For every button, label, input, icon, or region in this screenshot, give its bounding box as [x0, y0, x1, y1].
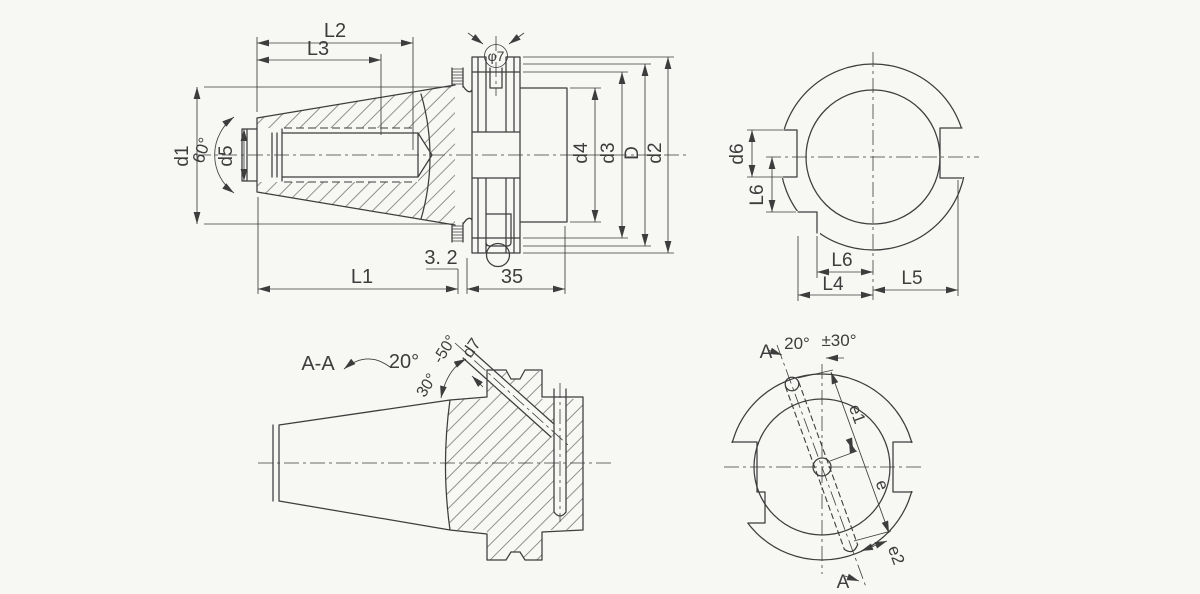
- dim-label-phi7: φ7: [488, 48, 505, 64]
- view-end-keyslot: A 20° ±30° e1 e e2 A: [722, 331, 922, 593]
- drive-notches: [782, 127, 963, 234]
- knurl-serrations: [452, 68, 463, 242]
- slot-bottom-cap: [843, 543, 859, 553]
- dim-60deg-arc: [214, 116, 235, 194]
- dim-label-d4: d4: [571, 142, 592, 164]
- dim-label-35: 35: [501, 266, 523, 288]
- dim-e-chain-line: [830, 371, 890, 534]
- dim-label-20deg: 20°: [784, 334, 810, 353]
- dim-angle-arc-30-50: [440, 358, 467, 399]
- roughness-label: 3. 2: [424, 247, 457, 269]
- dim-label-L2: L2: [324, 20, 346, 42]
- centerline-main: [196, 36, 690, 156]
- dim-label-L6v: L6: [747, 184, 768, 205]
- slot-top-end: [784, 376, 800, 392]
- d7-leader-arrow: [471, 375, 484, 388]
- dim-label-D: D: [622, 146, 643, 160]
- phi7-balloon: [484, 44, 508, 68]
- section-letter-top: A: [760, 342, 773, 363]
- dim-label-pm30: ±30°: [821, 331, 856, 350]
- view-section-aa: A-A 20° 30° -50° d7: [258, 333, 615, 561]
- dim-label-d1: d1: [172, 145, 193, 166]
- dim-label-L4: L4: [822, 274, 844, 295]
- view-end-flange: d6 L6 L6 L4 L5: [727, 52, 979, 301]
- phi7-leader-left: [467, 32, 484, 45]
- centerlines: [766, 52, 979, 300]
- dim-label-20deg: 20°: [389, 351, 419, 373]
- dim-ticks: [797, 369, 892, 542]
- pull-ball: [485, 242, 511, 268]
- extension-lines: [204, 37, 674, 294]
- dim-label-L6h: L6: [831, 250, 852, 271]
- section-line-AA: [776, 344, 867, 588]
- dim-label-d2: d2: [645, 142, 666, 163]
- extension-lines: [747, 129, 959, 301]
- section-rotation-arrow: [343, 358, 391, 370]
- phi7-leader-right: [508, 32, 525, 45]
- section-body-outline: [272, 348, 584, 561]
- centerlines: [724, 364, 922, 574]
- dim-label-d6: d6: [727, 143, 748, 164]
- dim-e2-line: [860, 540, 888, 552]
- section-letter-bottom: A: [837, 572, 850, 593]
- dim-label-d5: d5: [216, 145, 237, 166]
- dim-label-L1: L1: [351, 266, 373, 288]
- section-title: A-A: [301, 353, 335, 375]
- dim-label-d3: d3: [598, 142, 619, 163]
- view-direction-arrow-top: [767, 347, 783, 356]
- centerlines: [258, 342, 615, 522]
- dim-label-L3: L3: [307, 38, 329, 60]
- thread-crest-lines: [284, 127, 414, 183]
- dim-label-L5: L5: [901, 268, 922, 289]
- view-direction-arrow-bottom: [844, 573, 860, 582]
